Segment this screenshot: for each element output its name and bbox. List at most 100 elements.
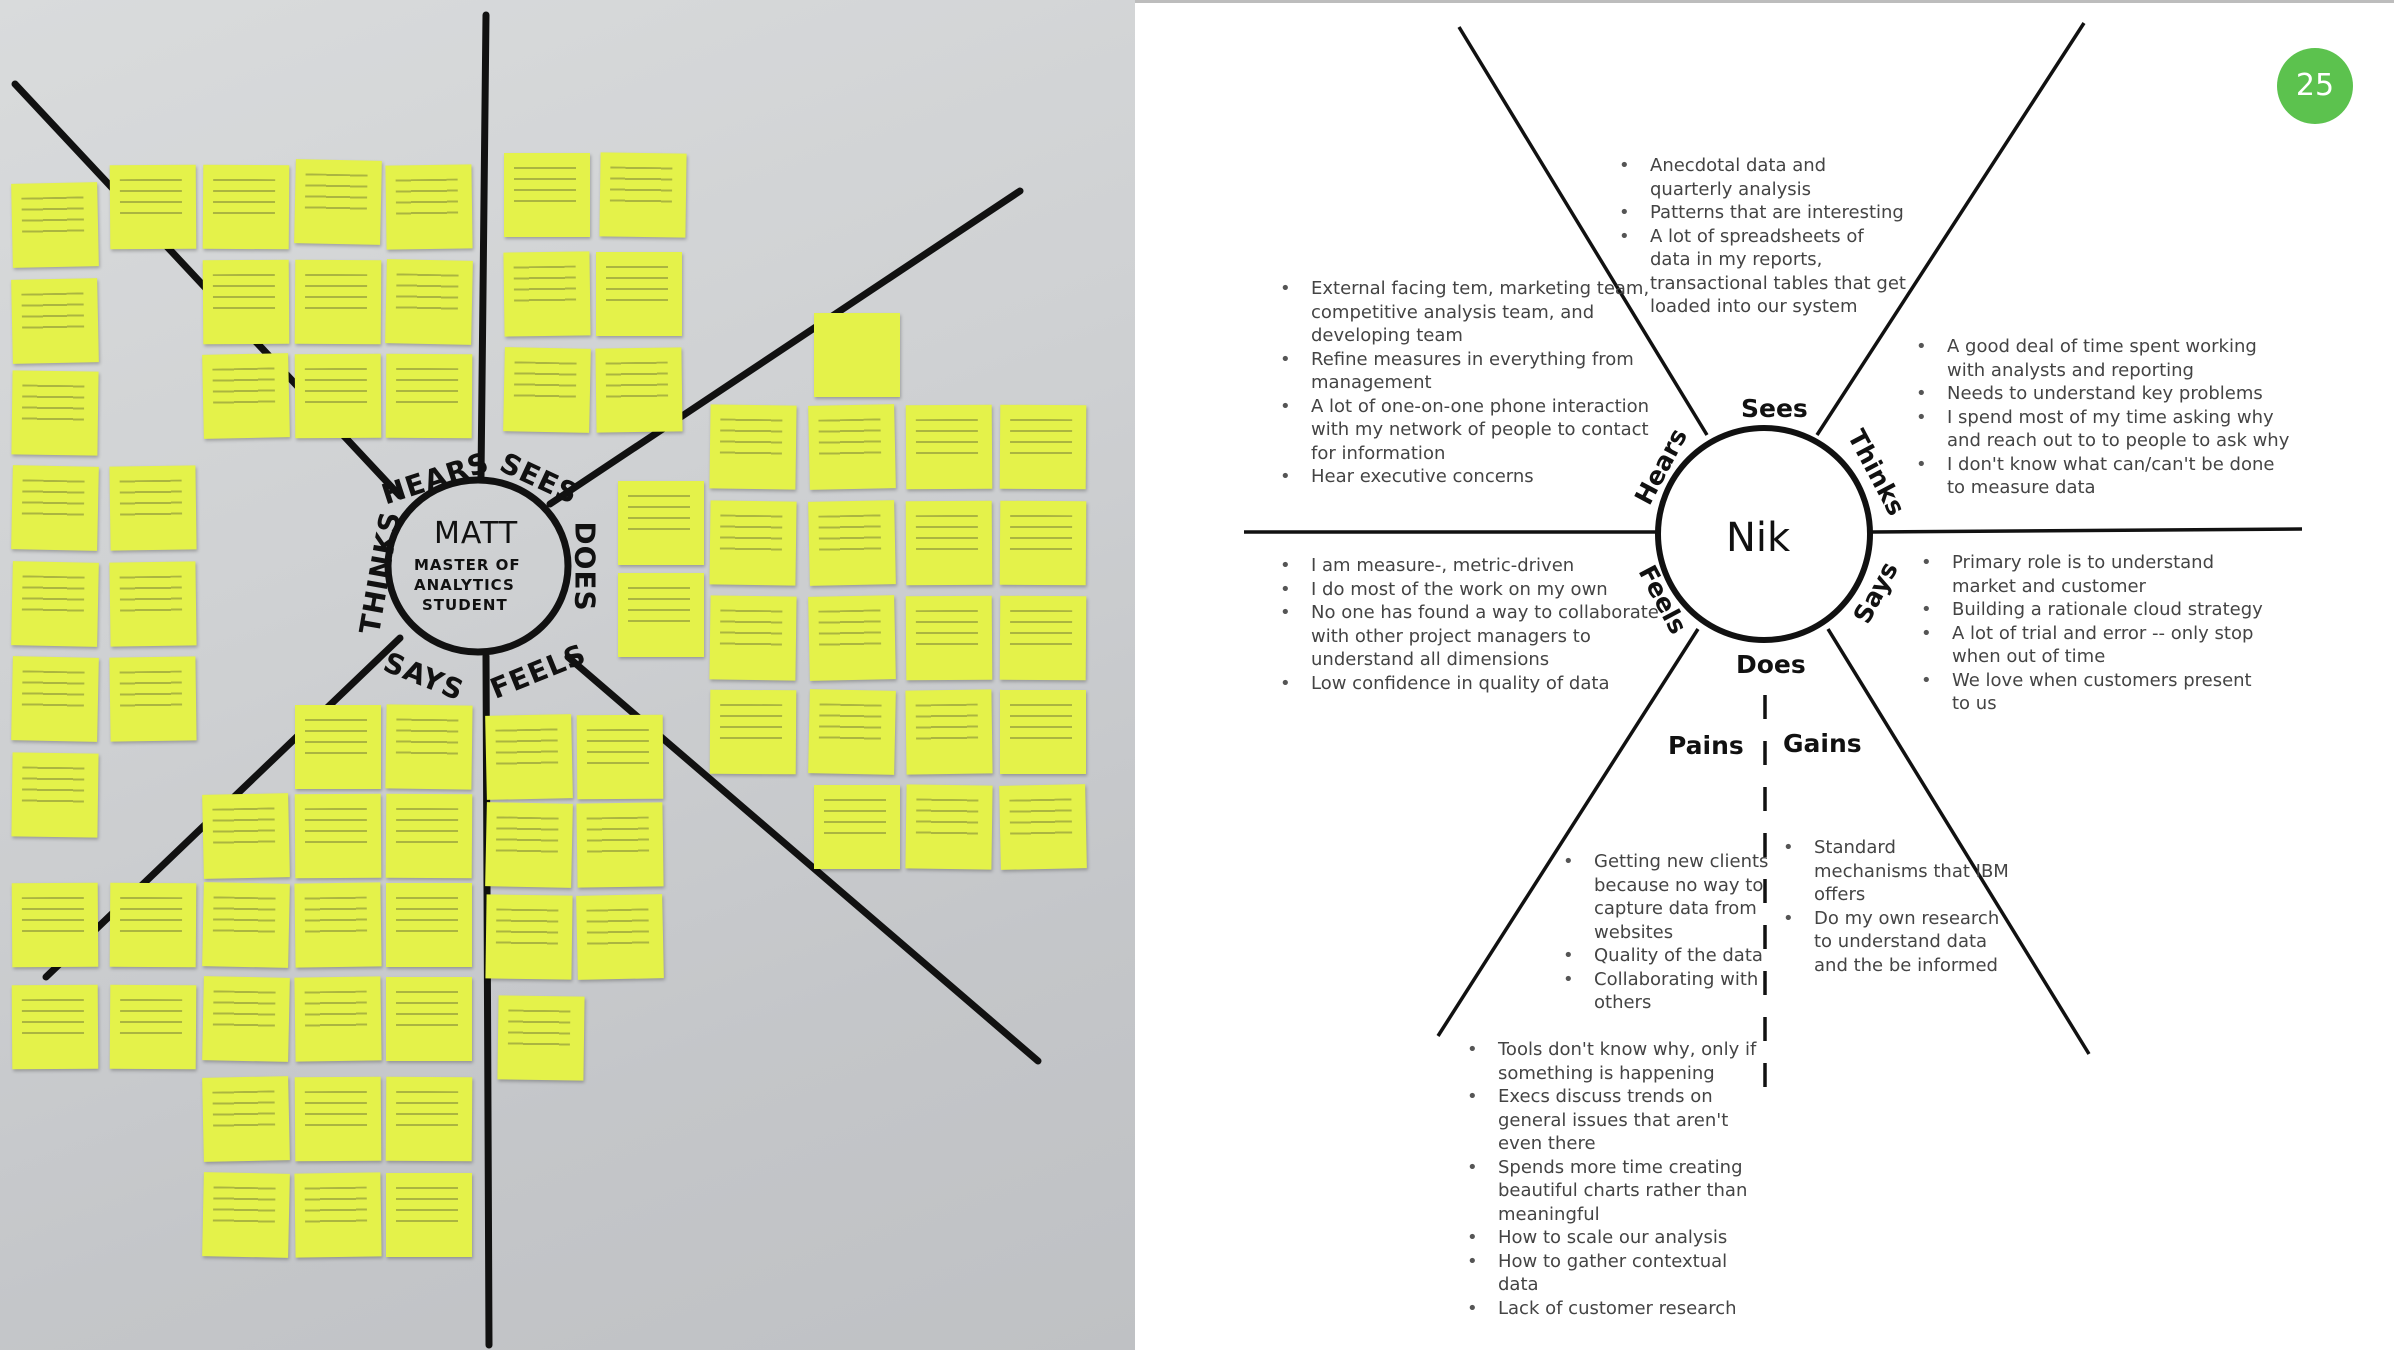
sticky-note — [814, 313, 900, 397]
sticky-note — [905, 595, 993, 681]
sticky-note — [11, 882, 99, 968]
pains-list-upper: Getting new clients because no way to ca… — [1563, 850, 1773, 1015]
sticky-note — [385, 1076, 473, 1162]
sticky-note — [385, 259, 473, 345]
list-item: No one has found a way to collaborate wi… — [1280, 601, 1670, 672]
list-item: Spends more time creating beautiful char… — [1467, 1156, 1767, 1227]
sticky-note — [497, 995, 585, 1081]
list-item: External facing tem, marketing team, com… — [1280, 277, 1660, 348]
sticky-note — [576, 802, 664, 888]
list-item: Standard mechanisms that IBM offers — [1783, 836, 2013, 907]
label-does: Does — [1736, 650, 1806, 679]
sticky-note — [596, 252, 682, 336]
sticky-note — [294, 976, 382, 1062]
list-item: I do most of the work on my own — [1280, 578, 1670, 602]
persona-subtitle: MASTER OF — [414, 556, 521, 574]
list-item: Execs discuss trends on general issues t… — [1467, 1085, 1767, 1156]
sticky-note — [385, 353, 473, 439]
sticky-note — [109, 984, 197, 1070]
list-item: Refine measures in everything from manag… — [1280, 348, 1660, 395]
sticky-note — [11, 656, 99, 742]
list-item: I don't know what can/can't be done to m… — [1916, 453, 2296, 500]
sticky-note — [485, 714, 573, 800]
sticky-note — [11, 182, 99, 268]
sticky-note — [11, 278, 99, 364]
sticky-note — [11, 561, 99, 647]
persona-name: Nik — [1726, 515, 1791, 561]
list-item: A good deal of time spent working with a… — [1916, 335, 2296, 382]
sticky-note — [294, 1076, 382, 1162]
sees-list: Anecdotal data and quarterly analysisPat… — [1619, 154, 1909, 319]
sticky-note — [618, 481, 704, 565]
slide-number-badge: 25 — [2277, 48, 2353, 124]
sticky-note — [109, 656, 197, 742]
sticky-note — [485, 894, 573, 980]
sticky-note — [202, 259, 290, 345]
sticky-note — [595, 347, 683, 433]
list-item: Getting new clients because no way to ca… — [1563, 850, 1773, 944]
sticky-note — [808, 595, 896, 681]
list-item: Low confidence in quality of data — [1280, 672, 1670, 696]
sticky-note — [294, 793, 382, 879]
sticky-note — [11, 370, 99, 456]
sticky-note — [202, 164, 290, 250]
persona-subtitle: ANALYTICS — [414, 576, 515, 594]
feels-list: I am measure-, metric-drivenI do most of… — [1280, 554, 1670, 695]
label-says: Says — [1847, 556, 1904, 629]
list-item: Anecdotal data and quarterly analysis — [1619, 154, 1909, 201]
list-item: Tools don't know why, only if something … — [1467, 1038, 1767, 1085]
sticky-note — [808, 689, 896, 775]
sticky-note — [202, 793, 290, 879]
sticky-note — [294, 159, 382, 245]
sticky-note — [294, 1172, 382, 1258]
list-item: I am measure-, metric-driven — [1280, 554, 1670, 578]
list-item: Patterns that are interesting — [1619, 201, 1909, 225]
sticky-note — [1000, 690, 1086, 774]
sticky-note — [709, 689, 797, 775]
sticky-note — [294, 259, 382, 345]
list-item: A lot of spreadsheets of data in my repo… — [1619, 225, 1909, 319]
sticky-note — [905, 500, 993, 586]
list-item: A lot of trial and error -- only stop wh… — [1921, 622, 2271, 669]
sticky-note — [295, 705, 381, 789]
sticky-note — [109, 561, 197, 647]
label-pains: Pains — [1668, 731, 1744, 760]
sticky-note — [202, 1076, 290, 1162]
label-thinks: Thinks — [1841, 424, 1911, 521]
sticky-note — [999, 500, 1087, 586]
sticky-note — [11, 465, 99, 551]
sticky-note — [709, 404, 797, 490]
sticky-note — [385, 704, 473, 790]
list-item: Do my own research to understand data an… — [1783, 907, 2013, 978]
sticky-note — [905, 404, 993, 490]
list-item: Building a rationale cloud strategy — [1921, 598, 2271, 622]
sticky-note — [709, 500, 797, 586]
list-item: A lot of one-on-one phone interaction wi… — [1280, 395, 1660, 466]
list-item: Collaborating with others — [1563, 968, 1773, 1015]
sticky-note — [294, 353, 382, 439]
sticky-note — [905, 689, 993, 775]
gains-list: Standard mechanisms that IBM offersDo my… — [1783, 836, 2013, 977]
sticky-note — [109, 164, 197, 250]
sticky-note — [485, 802, 573, 888]
sticky-note — [385, 164, 473, 250]
sticky-note — [386, 883, 472, 967]
list-item: Hear executive concerns — [1280, 465, 1660, 489]
label-sees: Sees — [1741, 394, 1808, 423]
says-list: Primary role is to understand market and… — [1921, 551, 2271, 716]
label-does: DOES — [568, 521, 602, 612]
sticky-note — [202, 353, 290, 439]
sticky-note — [599, 152, 687, 238]
sticky-note — [808, 500, 896, 586]
sticky-note — [11, 984, 99, 1070]
sticky-note — [905, 784, 993, 870]
label-gains: Gains — [1783, 729, 1862, 758]
sticky-note — [503, 251, 591, 337]
sticky-note — [999, 404, 1087, 490]
sticky-note — [576, 894, 664, 980]
list-item: Lack of customer research — [1467, 1297, 1767, 1321]
sticky-note — [109, 882, 197, 968]
sticky-note — [386, 977, 472, 1061]
list-item: I spend most of my time asking why and r… — [1916, 406, 2296, 453]
sticky-note — [999, 784, 1087, 870]
